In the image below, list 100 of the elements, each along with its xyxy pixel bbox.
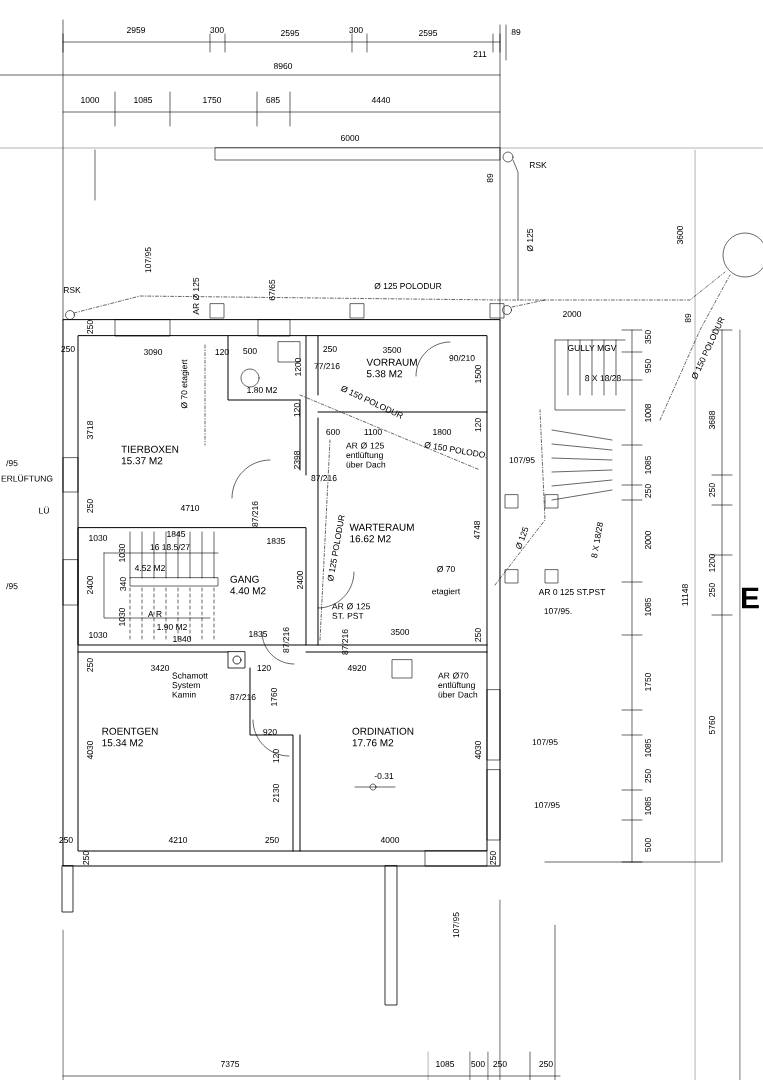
annotation-label: AR Ø 125 entlüftung über Dach bbox=[346, 442, 386, 468]
room-label: GANG 4.40 M2 bbox=[230, 575, 266, 595]
dimension-label: 1750 bbox=[203, 97, 222, 103]
annotation-label: Ø 70 etagiert bbox=[181, 359, 189, 409]
annotation-label: AR Ø70 entlüftung über Dach bbox=[438, 672, 478, 698]
annotation-label: Ø 125 POLODUR bbox=[327, 515, 345, 582]
annotation-label: AR 0 125 ST.PST bbox=[538, 589, 606, 595]
dimension-label: 3090 bbox=[143, 349, 163, 355]
annotation-label: E bbox=[742, 587, 759, 609]
dimension-label: 250 bbox=[645, 769, 651, 783]
dimension-label: 1200 bbox=[709, 553, 715, 572]
dimension-label: 4920 bbox=[347, 665, 367, 671]
dimension-label: 1835 bbox=[267, 538, 286, 544]
dimension-label: 250 bbox=[87, 320, 93, 334]
dimension-label: 920 bbox=[263, 729, 277, 735]
room-label: ORDINATION 17.76 M2 bbox=[352, 727, 414, 747]
dimension-label: 87/216 bbox=[311, 474, 337, 482]
dimension-label: 250 bbox=[61, 346, 75, 352]
dimension-label: 250 bbox=[87, 499, 93, 513]
dimension-label: 3420 bbox=[150, 665, 170, 671]
annotation-label: AR Ø 125 ST. PST bbox=[332, 603, 370, 619]
dimension-label: 1085 bbox=[645, 738, 651, 757]
dimension-label: 4030 bbox=[475, 740, 481, 760]
dimension-label: 250 bbox=[709, 483, 715, 497]
annotation-label: Ø 125 POLODUR bbox=[374, 282, 442, 290]
dimension-label: 1030 bbox=[119, 607, 125, 626]
dimension-label: 1085 bbox=[134, 97, 153, 103]
dimension-label: 1500 bbox=[475, 364, 481, 383]
annotation-label: 1.80 M2 bbox=[247, 387, 277, 393]
annotation-label: LÜ bbox=[39, 506, 49, 514]
dimension-label: 1085 bbox=[645, 796, 651, 815]
dimension-label: 4710 bbox=[180, 505, 200, 511]
dimension-label: 120 bbox=[257, 665, 271, 671]
annotation-label: ERLÜFTUNG bbox=[1, 474, 53, 482]
dimension-label: 1085 bbox=[645, 597, 651, 616]
dimension-label: 107/95 bbox=[509, 456, 535, 464]
dimension-label: 1085 bbox=[645, 455, 651, 474]
annotation-label: 8 X 18/28 bbox=[591, 522, 603, 558]
dimension-label: 89 bbox=[487, 173, 493, 183]
room-label: VORRAUM 5.38 M2 bbox=[366, 358, 417, 378]
room-label: TIERBOXEN 15.37 M2 bbox=[121, 445, 179, 465]
room-label: ROENTGEN 15.34 M2 bbox=[102, 727, 158, 747]
dimension-label: 87/216 bbox=[341, 629, 349, 655]
dimension-label: 250 bbox=[539, 1061, 553, 1067]
dimension-label: 3500 bbox=[390, 629, 410, 635]
dimension-label: 4748 bbox=[474, 520, 480, 540]
dimension-label: -0.31 bbox=[374, 773, 394, 779]
annotation-label: 4.52 M2 bbox=[134, 565, 165, 571]
dimension-label: 77/216 bbox=[314, 362, 340, 370]
dimension-label: 1030 bbox=[89, 632, 108, 638]
dimension-label: 350 bbox=[645, 330, 651, 344]
dimension-label: 250 bbox=[709, 583, 715, 597]
dimension-label: 7375 bbox=[221, 1061, 240, 1067]
dimension-label: 87/216 bbox=[282, 627, 290, 653]
dimension-label: 3718 bbox=[87, 420, 93, 440]
dimension-label: 1085 bbox=[436, 1061, 455, 1067]
dimension-label: 120 bbox=[215, 349, 229, 355]
dimension-label: 8960 bbox=[273, 63, 293, 69]
dimension-label: 87/216 bbox=[251, 501, 259, 527]
dimension-label: 89 bbox=[685, 313, 691, 323]
annotation-label: GULLY MGV bbox=[567, 345, 617, 351]
annotation-label: /95 bbox=[6, 582, 18, 590]
dimension-label: 90/210 bbox=[449, 354, 475, 362]
annotation-label: RSK bbox=[529, 162, 547, 168]
dimension-label: 300 bbox=[210, 27, 224, 33]
dimension-label: 1000 bbox=[81, 97, 100, 103]
dimension-label: 107/95 bbox=[534, 801, 560, 809]
dimension-label: 250 bbox=[475, 628, 481, 642]
dimension-label: 120 bbox=[475, 418, 481, 432]
dimension-label: 6000 bbox=[341, 135, 360, 141]
dimension-label: 1100 bbox=[364, 429, 382, 435]
dimension-label: 4030 bbox=[87, 740, 93, 760]
dimension-label: 1030 bbox=[119, 543, 125, 562]
annotation-label: etagiert bbox=[432, 588, 461, 596]
annotation-label: Ø 125 bbox=[516, 526, 529, 550]
dimension-label: 600 bbox=[326, 429, 340, 435]
dimension-label: 950 bbox=[645, 359, 651, 373]
dimension-label: 107/95 bbox=[532, 738, 558, 746]
dimension-label: 120 bbox=[294, 403, 300, 417]
dimension-label: 1008 bbox=[645, 403, 651, 422]
dimension-label: 1835 bbox=[249, 631, 268, 637]
dimension-label: 3600 bbox=[677, 225, 683, 245]
dimension-label: 3688 bbox=[709, 410, 715, 430]
dimension-label: 685 bbox=[266, 97, 280, 103]
dimension-label: 2398 bbox=[294, 450, 300, 470]
dimension-label: 250 bbox=[323, 346, 337, 352]
annotation-label: Ø 150 POLODO. bbox=[424, 442, 487, 459]
dimension-label: 250 bbox=[87, 658, 93, 672]
dimension-label: 4440 bbox=[371, 97, 391, 103]
dimension-label: 107/95 bbox=[452, 912, 460, 938]
dimension-label: 300 bbox=[349, 27, 363, 33]
annotation-label: Schamott System Kamin bbox=[172, 672, 208, 698]
dimension-label: 340 bbox=[120, 577, 126, 591]
dimension-label: 2130 bbox=[273, 783, 279, 803]
dimension-label: 250 bbox=[493, 1061, 507, 1067]
dimension-label: 500 bbox=[471, 1061, 485, 1067]
dimension-label: 2595 bbox=[280, 30, 300, 36]
dimension-label: 67/65 bbox=[268, 279, 276, 301]
dimension-label: 11148 bbox=[682, 584, 688, 606]
annotation-label: Ø 70 bbox=[437, 565, 455, 573]
